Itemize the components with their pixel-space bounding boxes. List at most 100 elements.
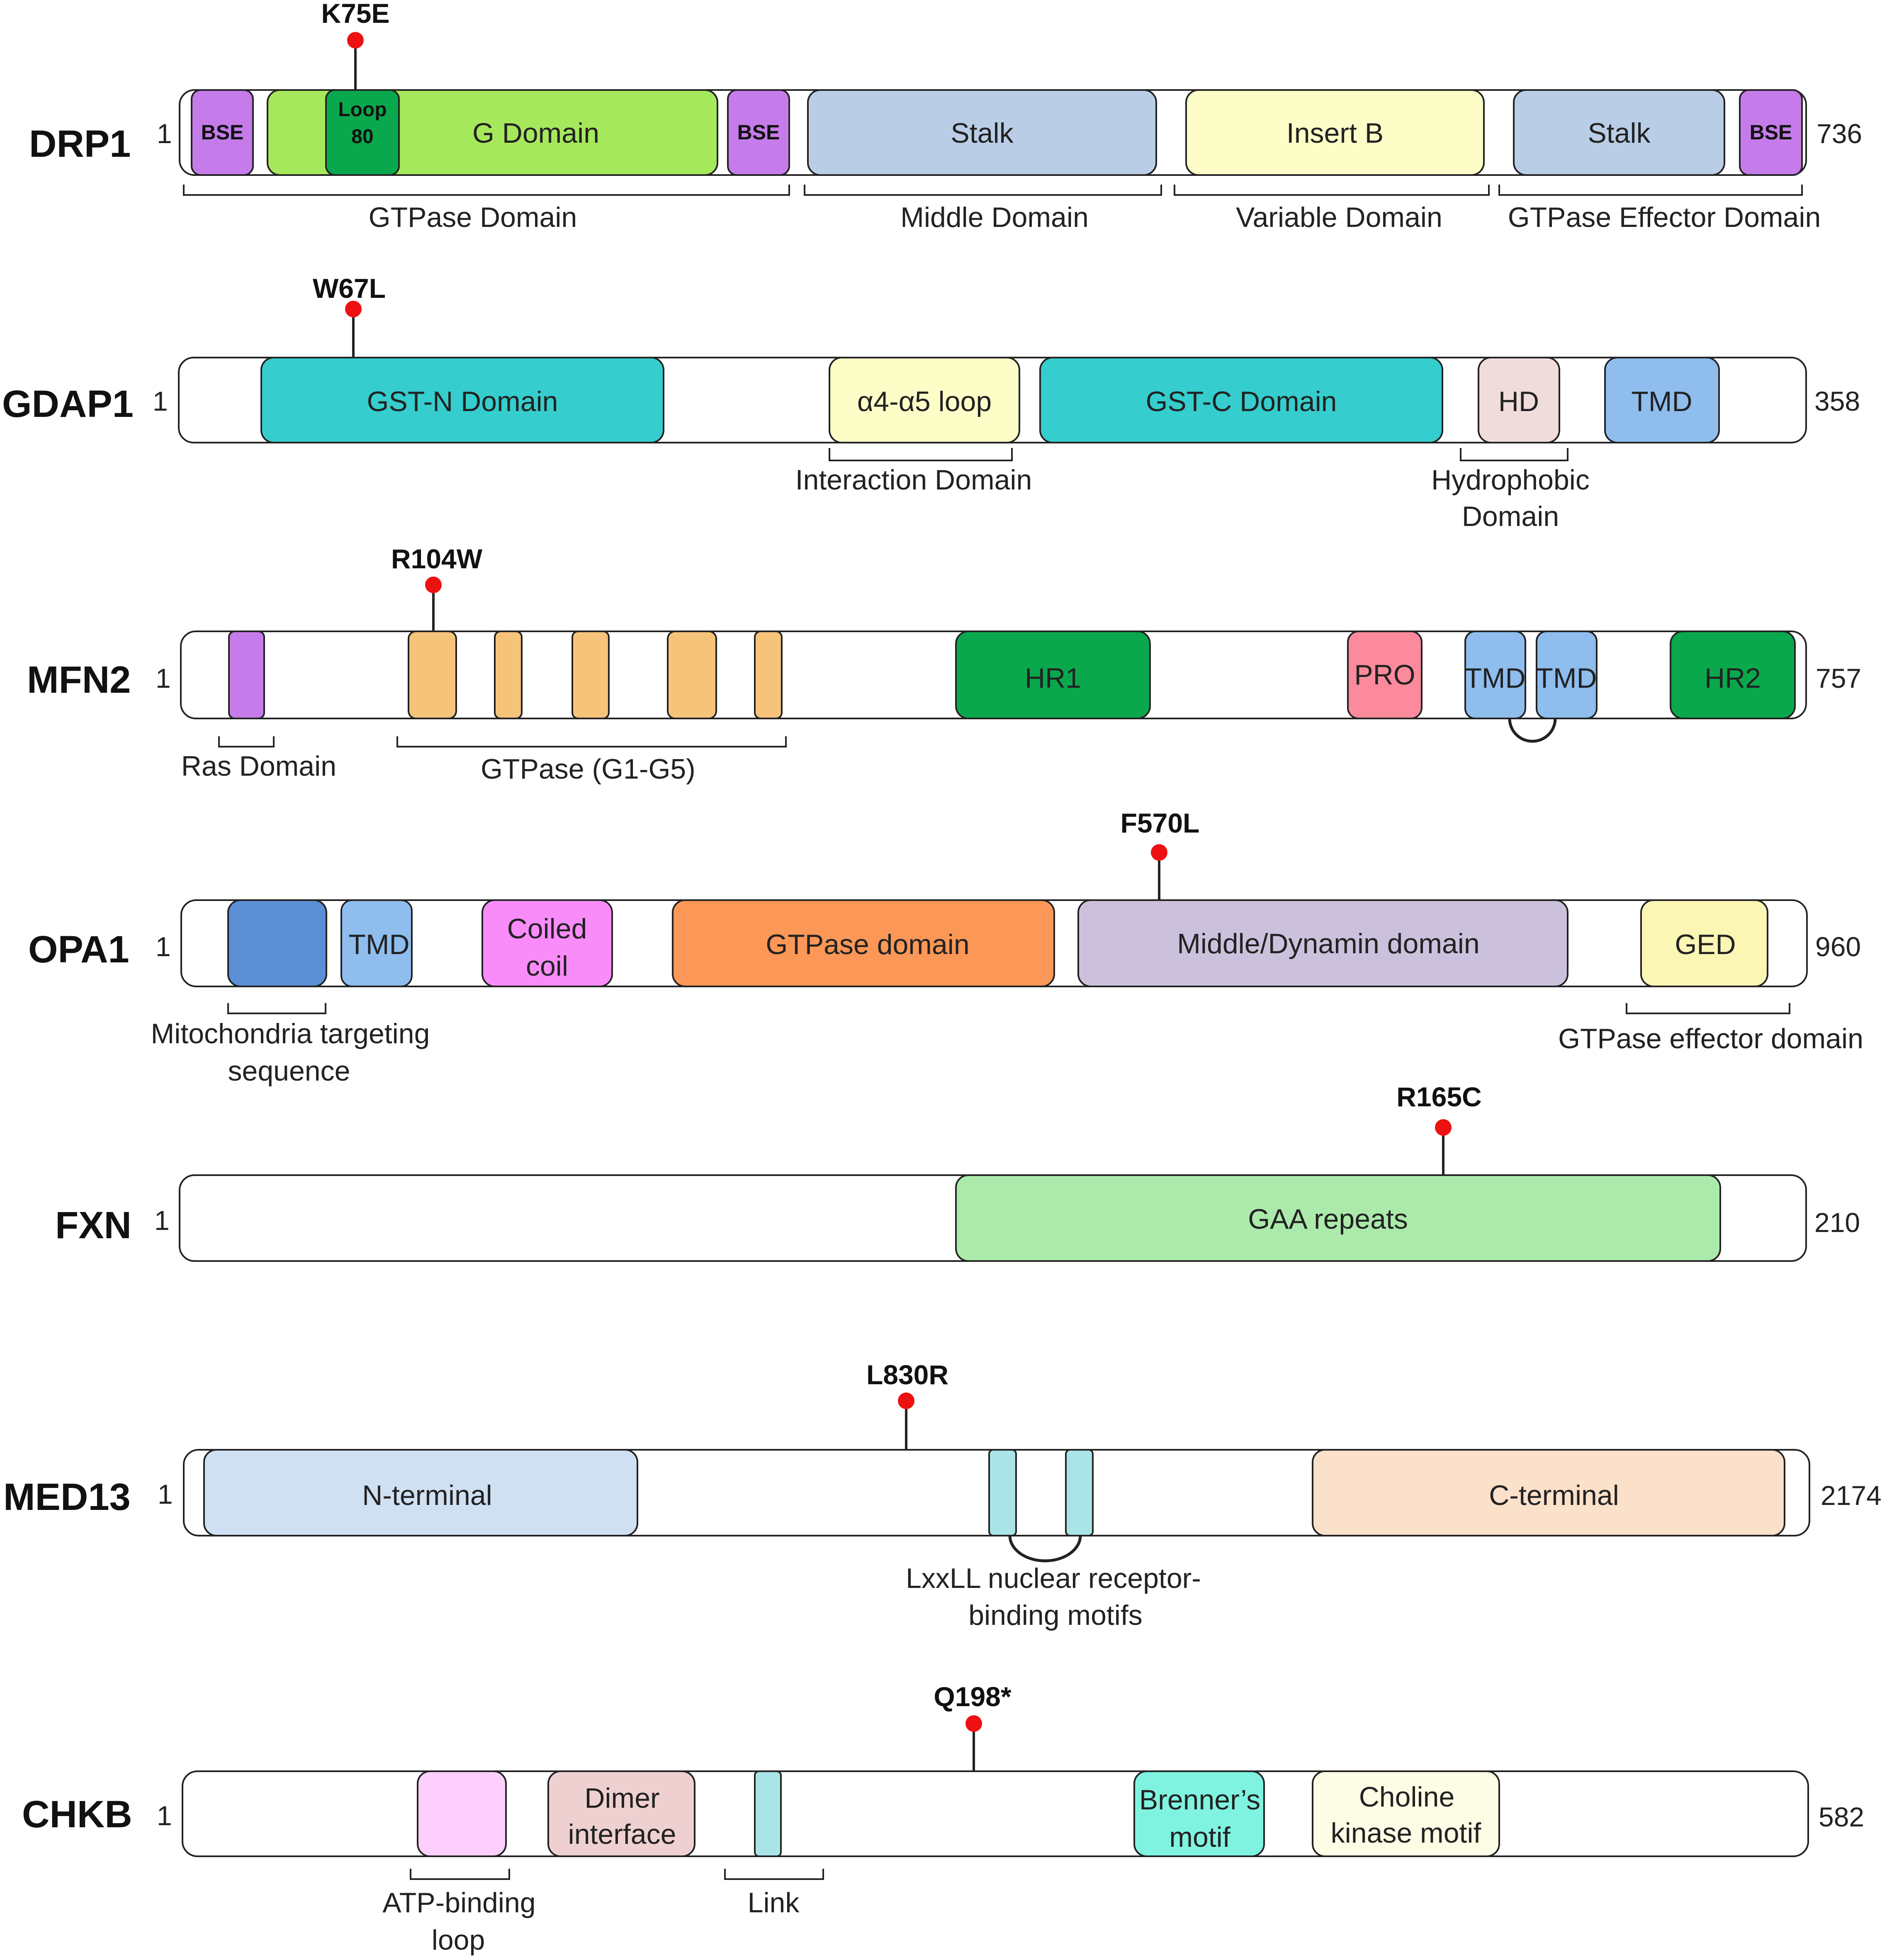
gdap1-tmd: [1604, 357, 1720, 443]
mfn2-g2-block: [494, 631, 523, 719]
gdap1-bracket-interaction: [829, 448, 1013, 461]
mfn2-ras-block: [228, 631, 265, 719]
opa1-coiled-coil: [481, 899, 613, 987]
gdap1-bracket-interaction-label: Interaction Domain: [795, 464, 1032, 496]
mfn2-bracket-ras-label: Ras Domain: [181, 750, 336, 782]
mfn2-mutation-label: R104W: [391, 543, 483, 574]
mfn2-hr1: [955, 631, 1151, 719]
drp1-bracket-effector-label: GTPase Effector Domain: [1508, 202, 1821, 233]
med13-n-terminal: [203, 1449, 638, 1536]
fxn-row: FXN 1 210 GAA repeats R165C: [55, 1081, 1860, 1262]
drp1-name: DRP1: [29, 123, 131, 165]
drp1-bracket-effector: [1498, 185, 1803, 196]
gdap1-gst-n-label: GST-N Domain: [367, 386, 558, 417]
med13-name: MED13: [3, 1476, 131, 1518]
mfn2-g4-block: [667, 631, 717, 719]
mfn2-tmd-2: [1536, 631, 1598, 719]
med13-mutation-label: L830R: [866, 1359, 948, 1390]
med13-mutation-dot: [898, 1393, 914, 1409]
drp1-loop80-label-2: 80: [351, 126, 373, 148]
gdap1-row: GDAP1 1 358 GST-N Domain α4-α5 loop GST-…: [2, 273, 1860, 532]
mfn2-hr2-label: HR2: [1705, 662, 1761, 694]
gdap1-mutation-label: W67L: [313, 273, 386, 304]
opa1-bracket-effector-label: GTPase effector domain: [1558, 1023, 1863, 1054]
opa1-gtpase-label: GTPase domain: [766, 929, 969, 960]
drp1-stalk-1: [807, 89, 1157, 176]
mfn2-bracket-gtpase: [396, 736, 787, 747]
opa1-ged: [1640, 899, 1768, 987]
drp1-insert-b: [1185, 89, 1485, 176]
drp1-bracket-gtpase: [183, 185, 790, 196]
opa1-middle-dynamin: [1077, 899, 1568, 987]
mfn2-row: MFN2 1 757 HR1 PRO TMD TMD HR2 R104W Ras…: [27, 543, 1861, 785]
chkb-bracket-link-label: Link: [748, 1887, 800, 1919]
chkb-link-block: [754, 1770, 782, 1857]
chkb-choline-label-2: kinase motif: [1331, 1817, 1481, 1849]
opa1-gtpase: [672, 899, 1055, 987]
chkb-dimer-label-2: interface: [568, 1819, 676, 1850]
chkb-choline-label-1: Choline: [1359, 1781, 1455, 1813]
mfn2-bracket-gtpase-label: GTPase (G1-G5): [481, 753, 695, 785]
chkb-dimer-label-1: Dimer: [584, 1782, 659, 1814]
chkb-choline-kinase-motif: [1312, 1770, 1500, 1857]
med13-n-terminal-label: N-terminal: [362, 1480, 492, 1511]
drp1-bse-1: [191, 89, 254, 176]
gdap1-bracket-hydrophobic-label-1: Hydrophobic: [1431, 464, 1590, 496]
drp1-g-domain-label: G Domain: [472, 117, 599, 149]
opa1-bracket-mts: [227, 1003, 326, 1014]
drp1-end: 736: [1816, 118, 1862, 149]
mfn2-hr1-label: HR1: [1025, 662, 1081, 694]
mfn2-tmd-1-label: TMD: [1464, 662, 1525, 694]
opa1-mts-block: [227, 899, 327, 987]
gdap1-mutation-dot: [345, 301, 362, 317]
drp1-mutation-label: K75E: [321, 0, 389, 29]
opa1-mutation-dot: [1151, 844, 1167, 861]
drp1-bracket-middle: [804, 185, 1162, 196]
opa1-end: 960: [1815, 931, 1861, 962]
chkb-brenner-label-2: motif: [1169, 1821, 1230, 1853]
chkb-row: CHKB 1 582 Dimer interface Brenner’s mot…: [22, 1681, 1864, 1956]
drp1-bracket-variable-label: Variable Domain: [1236, 202, 1442, 233]
drp1-loop80-label-1: Loop: [338, 99, 387, 121]
mfn2-pro-label: PRO: [1354, 659, 1415, 691]
gdap1-tmd-label: TMD: [1631, 386, 1692, 417]
chkb-mutation-dot: [965, 1715, 982, 1732]
med13-lxxll-linker: [1008, 1535, 1082, 1563]
chkb-dimer-interface: [547, 1770, 695, 1857]
drp1-bse-3: [1739, 89, 1803, 176]
med13-lxxll-label-2: binding motifs: [968, 1600, 1143, 1631]
mfn2-mutation-dot: [425, 577, 442, 593]
fxn-name: FXN: [55, 1204, 131, 1247]
drp1-stalk-2: [1513, 89, 1725, 176]
mfn2-pro: [1347, 631, 1423, 719]
opa1-tmd-label: TMD: [348, 929, 409, 960]
gdap1-bracket-hydrophobic-label-2: Domain: [1462, 501, 1559, 532]
drp1-bracket-variable: [1174, 185, 1490, 196]
med13-start: 1: [158, 1479, 173, 1510]
med13-row: MED13 1 2174 N-terminal C-terminal L830R…: [3, 1359, 1882, 1631]
drp1-loop80: [325, 89, 400, 176]
mfn2-tmd-linker: [1508, 718, 1557, 743]
med13-lxxll-motif-2: [1065, 1449, 1094, 1536]
chkb-start: 1: [157, 1800, 172, 1831]
opa1-ged-label: GED: [1675, 929, 1736, 960]
mfn2-hr2: [1670, 631, 1796, 719]
opa1-bracket-effector: [1626, 1003, 1790, 1014]
chkb-atp-block: [417, 1770, 507, 1857]
chkb-bracket-atp-label-2: loop: [432, 1924, 485, 1956]
mfn2-g3-block: [571, 631, 610, 719]
fxn-mutation-dot: [1435, 1119, 1452, 1136]
opa1-coiled-label-1: Coiled: [507, 913, 587, 945]
opa1-coiled-label-2: coil: [526, 950, 568, 982]
mfn2-end: 757: [1816, 663, 1861, 694]
gdap1-alpha-loop: [829, 357, 1020, 443]
gdap1-gst-n: [260, 357, 664, 443]
med13-c-terminal: [1312, 1449, 1785, 1536]
opa1-mutation-label: F570L: [1121, 808, 1200, 838]
opa1-name: OPA1: [28, 928, 129, 971]
drp1-start: 1: [157, 118, 172, 149]
mfn2-bracket-ras: [218, 736, 275, 747]
gdap1-gst-c-label: GST-C Domain: [1146, 386, 1337, 417]
opa1-row: OPA1 1 960 TMD Coiled coil GTPase domain…: [28, 808, 1863, 1087]
chkb-end: 582: [1819, 1802, 1864, 1832]
